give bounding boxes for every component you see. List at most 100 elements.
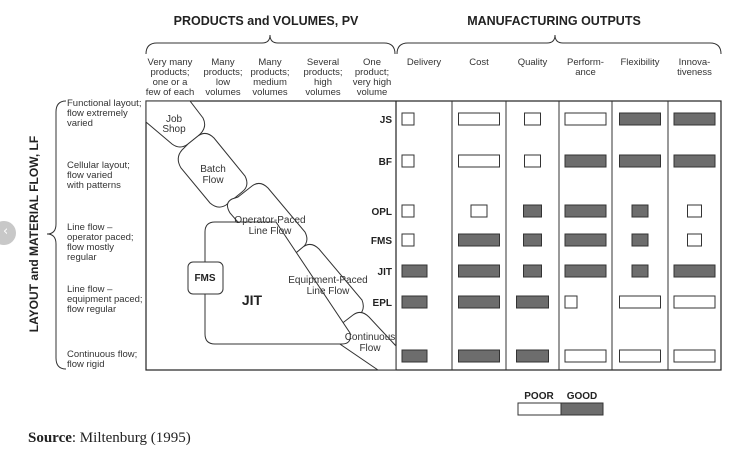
legend-good-swatch — [560, 402, 604, 416]
output-column-lines — [451, 101, 669, 370]
lf-row-label: regular — [67, 252, 97, 263]
lf-row-label: operator paced; — [67, 232, 134, 243]
rating-bar-poor — [524, 112, 541, 126]
rating-bar-good — [564, 233, 607, 247]
rating-bar-good — [631, 264, 649, 278]
rating-bar-good — [516, 349, 549, 363]
rating-bar-good — [523, 204, 542, 218]
rating-bar-poor — [687, 233, 702, 247]
output-column-header: ance — [575, 67, 596, 78]
lf-row-label: varied — [67, 118, 93, 129]
rating-bar-good — [401, 295, 428, 309]
pv-brace — [145, 34, 396, 55]
lf-row-label: flow rigid — [67, 359, 105, 370]
rating-bar-good — [619, 154, 661, 168]
lf-row-label: Line flow – — [67, 284, 113, 295]
operator-paced-label: Operator-Paced — [234, 215, 305, 226]
equipment-paced-label: Equipment-Paced — [288, 275, 368, 286]
row-code: JS — [380, 115, 393, 126]
rating-bar-poor — [564, 112, 607, 126]
rating-bar-poor — [673, 349, 716, 363]
row-code: BF — [379, 157, 392, 168]
pv-column-header: volumes — [205, 87, 241, 98]
rating-bar-poor — [458, 154, 500, 168]
flow-diagonal — [145, 100, 397, 371]
output-column-header: Cost — [469, 57, 489, 68]
output-column-header: Delivery — [407, 57, 442, 68]
rating-bar-good — [401, 264, 428, 278]
lf-row-label: flow mostly — [67, 242, 114, 253]
row-code: OPL — [371, 207, 392, 218]
legend-poor-swatch — [517, 402, 562, 416]
lf-row-label: with patterns — [66, 180, 121, 191]
rating-bar-good — [458, 349, 500, 363]
lf-row-label: flow varied — [67, 170, 112, 181]
rating-bar-poor — [524, 154, 541, 168]
pv-column-header: low — [216, 77, 230, 88]
rating-bar-good — [458, 264, 500, 278]
pv-column-header: product; — [355, 67, 389, 78]
pv-column-header: Very many — [148, 57, 193, 68]
rating-bar-poor — [564, 295, 578, 309]
pv-column-header: products; — [250, 67, 289, 78]
fms-jit-region — [204, 221, 351, 345]
pv-column-header: products; — [150, 67, 189, 78]
rating-bar-good — [523, 264, 542, 278]
continuous-flow-label: Continuous — [345, 332, 396, 343]
rating-bar-poor — [458, 112, 500, 126]
source-text: : Miltenburg (1995) — [71, 430, 191, 446]
lf-row-label: equipment paced; — [67, 294, 143, 305]
job-shop-label: Job — [166, 114, 183, 125]
rating-bar-good — [516, 295, 549, 309]
output-column-header: Innova- — [679, 57, 711, 68]
pv-column-header: few of each — [146, 87, 195, 98]
pv-column-header: volumes — [305, 87, 341, 98]
rating-bar-poor — [401, 154, 415, 168]
rating-bar-poor — [401, 112, 415, 126]
rating-bar-good — [564, 264, 607, 278]
rating-bar-poor — [687, 204, 702, 218]
rating-bar-good — [564, 204, 607, 218]
fms-label: FMS — [194, 273, 215, 284]
lf-row-labels: Functional layout;flow extremelyvariedCe… — [66, 98, 143, 370]
rating-bar-good — [631, 204, 649, 218]
row-code: FMS — [371, 236, 392, 247]
source-label: Source — [28, 430, 72, 446]
rating-bar-good — [631, 233, 649, 247]
legend-poor-label: POOR — [524, 391, 554, 402]
rating-bar-poor — [401, 204, 415, 218]
chevron-left-icon[interactable]: ‹ — [0, 221, 16, 245]
rating-bar-good — [619, 112, 661, 126]
rating-bar-good — [673, 112, 716, 126]
rating-bar-poor — [401, 233, 415, 247]
rating-bar-good — [458, 295, 500, 309]
operator-paced-label: Line Flow — [249, 226, 293, 237]
batch-flow-label: Batch — [200, 164, 226, 175]
lf-row-label: flow regular — [67, 304, 116, 315]
output-column-header: Flexibility — [620, 57, 659, 68]
lf-row-label: Functional layout; — [67, 98, 141, 109]
continuous-flow-label: Flow — [359, 343, 381, 354]
lf-row-label: Cellular layout; — [67, 160, 130, 171]
pv-column-header: products; — [303, 67, 342, 78]
outputs-brace — [396, 34, 722, 55]
rating-bar-good — [673, 264, 716, 278]
pv-column-header: volumes — [252, 87, 288, 98]
legend-good-label: GOOD — [567, 391, 598, 402]
output-column-header: Perform- — [567, 57, 604, 68]
pv-column-header: Many — [258, 57, 281, 68]
rating-bars — [401, 112, 716, 363]
rating-bar-good — [523, 233, 542, 247]
pv-column-header: Many — [211, 57, 234, 68]
pv-column-header: high — [314, 77, 332, 88]
rating-bar-good — [564, 154, 607, 168]
lf-row-label: Line flow – — [67, 222, 113, 233]
row-code: JIT — [378, 267, 392, 278]
rating-bar-good — [401, 349, 428, 363]
rating-bar-poor — [619, 349, 661, 363]
matrix-frame — [145, 100, 722, 371]
source-caption: Source: Miltenburg (1995) — [28, 430, 191, 447]
